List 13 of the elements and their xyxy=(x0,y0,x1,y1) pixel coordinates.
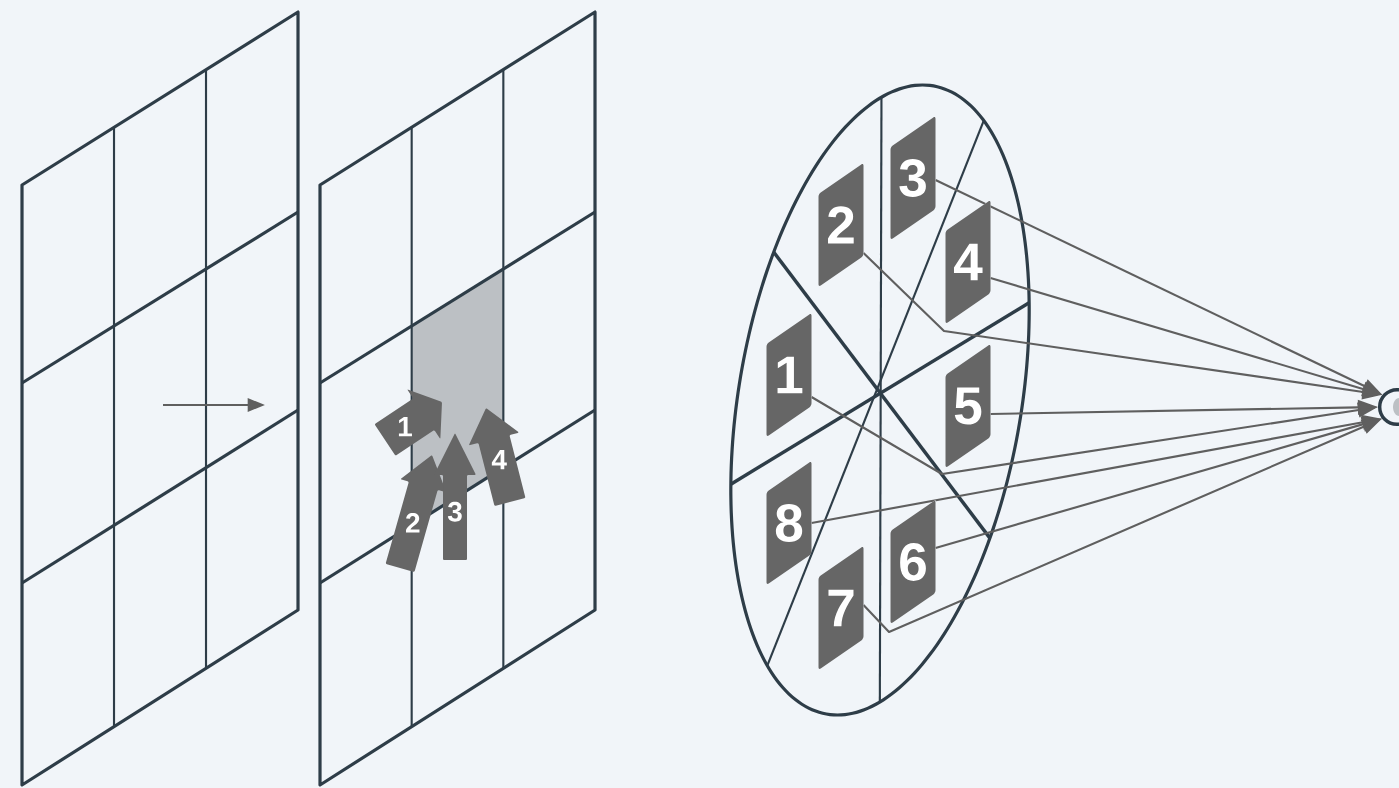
number-tile: 7 xyxy=(818,547,864,669)
number-tile: 1 xyxy=(766,314,812,436)
eye-icon xyxy=(1377,387,1399,427)
number-tile: 5 xyxy=(945,345,991,467)
number-tile: 4 xyxy=(945,201,991,323)
arrow-tile: 4 xyxy=(469,408,526,506)
number-tile: 2 xyxy=(818,164,864,286)
number-tile: 6 xyxy=(890,501,936,623)
number-tile: 8 xyxy=(766,462,812,584)
number-tile: 3 xyxy=(890,117,936,239)
arrow-tile: 1 xyxy=(375,389,442,456)
arrow-tile: 2 xyxy=(385,455,446,572)
arrow-tile: 3 xyxy=(434,433,476,560)
